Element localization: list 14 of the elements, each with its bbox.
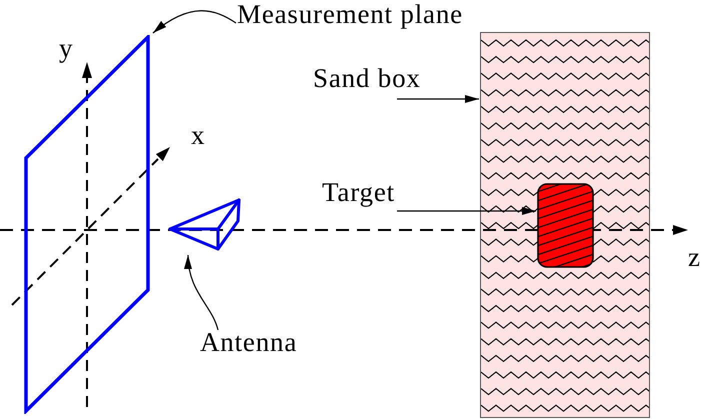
leader-arrow xyxy=(184,254,219,330)
callout-label: Sand box xyxy=(313,65,421,92)
target-object xyxy=(537,183,594,268)
callout-label: Target xyxy=(322,179,395,206)
callout-label: Antenna xyxy=(200,329,298,356)
callout-label: Measurement plane xyxy=(237,1,463,28)
leader-arrow xyxy=(152,10,236,34)
axis-label: x xyxy=(191,122,204,149)
leader-arrow xyxy=(397,207,536,215)
leader-arrow xyxy=(397,95,479,103)
axis-label: z xyxy=(688,244,700,271)
horn-antenna xyxy=(167,196,243,253)
axis-label: y xyxy=(59,35,72,62)
measurement-plane xyxy=(24,35,151,414)
